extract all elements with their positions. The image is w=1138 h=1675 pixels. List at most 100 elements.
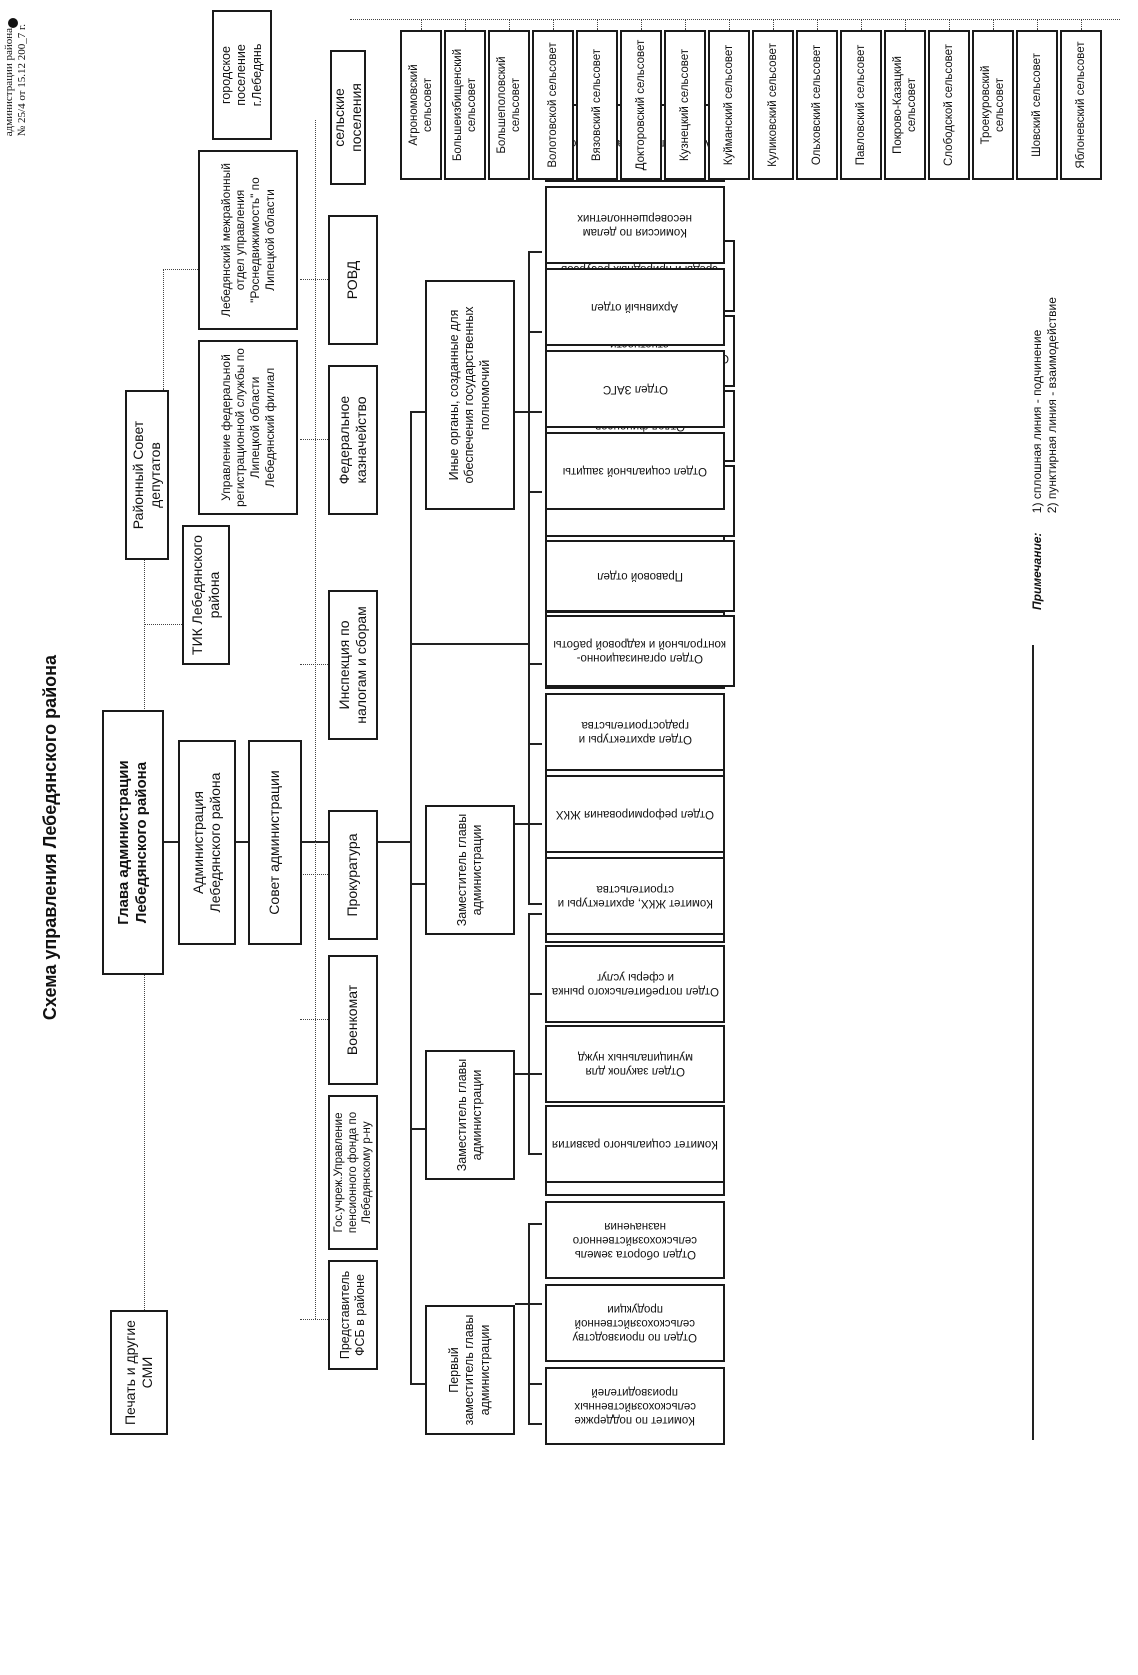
note-line-2: 2) пунктирная линия - взаимодействие xyxy=(1045,297,1059,514)
council-2: Большеизбищенский сельсовет xyxy=(444,30,486,180)
council-tick-15 xyxy=(1037,20,1038,30)
note-line-1: 1) сплошная линия - подчинение xyxy=(1030,329,1044,514)
section-2-item-1: Комитет социального развития xyxy=(545,1105,725,1183)
section-3-head: Заместитель главы администрации xyxy=(425,805,515,935)
rosreg-box: Управление федеральной регистрационной с… xyxy=(198,340,298,515)
council-tick-8 xyxy=(729,20,730,30)
tik-box: ТИК Лебедянского района xyxy=(182,525,230,665)
council-14: Троекуровский сельсовет xyxy=(972,30,1014,180)
council-tick-7 xyxy=(685,20,686,30)
s3-d1 xyxy=(528,903,542,905)
council-12: Покрово-Казацкий сельсовет xyxy=(884,30,926,180)
fsb-box: Представитель ФСБ в районе xyxy=(328,1260,378,1370)
section-4-item-1: Отдел организационно-контрольной и кадро… xyxy=(545,615,735,687)
stamp-line-1: администрации района xyxy=(3,27,15,137)
s1-bottom-bracket xyxy=(1032,1150,1034,1440)
s1-bus-ext xyxy=(528,1385,530,1425)
section-2-item-2: Отдел закупок для муниципальных нужд xyxy=(545,1025,725,1103)
council-tick-3 xyxy=(509,20,510,30)
s2-d2 xyxy=(528,1073,542,1075)
link-press-head xyxy=(144,973,145,1313)
section-1-item-2: Отдел по производству сельскохозяйственн… xyxy=(545,1284,725,1362)
s1-d4 xyxy=(528,1423,542,1425)
section-bus xyxy=(410,413,412,1385)
legend-note: Примечание: 1) сплошная линия - подчинен… xyxy=(1030,297,1060,610)
council-7: Кузнецкий сельсовет xyxy=(664,30,706,180)
council-tick-6 xyxy=(641,20,642,30)
section-5-item-2: Отдел ЗАГС xyxy=(545,350,725,428)
council-tick-2 xyxy=(465,20,466,30)
rovd-box: РОВД xyxy=(328,215,378,345)
section-3-item-3: Отдел архитектуры и градостроительства xyxy=(545,693,725,771)
s1-stem xyxy=(515,1303,528,1305)
administration-box: Администрация Лебедянского района xyxy=(178,740,236,945)
s1-d3 xyxy=(528,1223,542,1225)
section-5-item-4: Комиссия по делам несовершеннолетних xyxy=(545,186,725,264)
s2-bus xyxy=(528,915,530,1155)
s5-stem xyxy=(515,411,528,413)
section-5-head: Иные органы, созданные для обеспечения г… xyxy=(425,280,515,510)
link-council-rosnedv xyxy=(163,270,164,390)
section-2-head: Заместитель главы администрации xyxy=(425,1050,515,1180)
council-6: Докторовский сельсовет xyxy=(620,30,662,180)
section-1-item-3: Отдел оборота земель сельскохозяйственно… xyxy=(545,1201,725,1279)
note-label: Примечание: xyxy=(1030,532,1044,610)
section-3-item-2: Отдел реформирования ЖКХ xyxy=(545,775,725,853)
rosnedv-box: Лебедянский межрайонный отдел управления… xyxy=(198,150,298,330)
council-15: Шовский сельсовет xyxy=(1016,30,1058,180)
council-3: Большеполовский сельсовет xyxy=(488,30,530,180)
ink-blot xyxy=(8,18,18,28)
document-stamp: администрации района № 25/4 от 15.12 200… xyxy=(3,24,29,136)
s2-bottom-bracket xyxy=(1032,880,1034,1175)
town-box: городское поселение г.Лебедянь xyxy=(212,10,272,140)
line-head-admin xyxy=(163,841,179,843)
council-1: Агрономовский сельсовет xyxy=(400,30,442,180)
section-3-item-1: Комитет ЖКХ, архитектуры и строительства xyxy=(545,857,725,935)
voenkomat-box: Военкомат xyxy=(328,955,378,1085)
drop-tax xyxy=(300,664,328,665)
s3-d3 xyxy=(528,743,542,745)
stamp-line-2: № 25/4 от 15.12 200_7 г. xyxy=(16,24,29,137)
s1-d2 xyxy=(528,1303,542,1305)
admin-council-box: Совет администрации xyxy=(248,740,302,945)
s2-d3 xyxy=(528,993,542,995)
s3-d4 xyxy=(528,663,542,665)
drop-prokuratura xyxy=(300,874,328,875)
council-10: Ольховский сельсовет xyxy=(796,30,838,180)
council-11: Павловский сельсовет xyxy=(840,30,882,180)
drop-rovd xyxy=(300,279,328,280)
section-4-item-2: Правовой отдел xyxy=(545,540,735,612)
s2-d4 xyxy=(528,913,542,915)
press-box: Печать и другие СМИ xyxy=(110,1310,168,1435)
council-13: Слободской сельсовет xyxy=(928,30,970,180)
s1-d1 xyxy=(528,1383,542,1385)
s3-d2 xyxy=(528,823,542,825)
s5-d1 xyxy=(528,491,542,493)
council-box: Районный Совет депутатов xyxy=(125,390,169,560)
section-5-item-1: Отдел социальной защиты xyxy=(545,432,725,510)
s2-stem xyxy=(515,1073,528,1075)
treasury-box: Федеральное казначейство xyxy=(328,365,378,515)
council-tick-13 xyxy=(949,20,950,30)
s4-bus xyxy=(528,465,530,705)
s3-bottom-bracket xyxy=(1032,645,1034,920)
drop-voenkomat xyxy=(300,1019,328,1020)
section-1-head: Первый заместитель главы администрации xyxy=(425,1305,515,1435)
bus-to-rural xyxy=(315,120,316,280)
pension-box: Гос.учреж.Управление пенсионного фонда п… xyxy=(328,1095,378,1250)
line-admin-council xyxy=(235,841,249,843)
council-9: Куликовский сельсовет xyxy=(752,30,794,180)
chart-title: Схема управления Лебедянского района xyxy=(40,654,60,1021)
federal-dotted-bus xyxy=(315,280,316,1320)
drop-fsb xyxy=(300,1319,328,1320)
head-box: Глава администрации Лебедянского района xyxy=(102,710,164,975)
drop-section-4 xyxy=(410,643,428,645)
s5-bus xyxy=(528,253,530,493)
council-tick-12 xyxy=(905,20,906,30)
section-2-item-3: Отдел потребительского рынка и сферы усл… xyxy=(545,945,725,1023)
council-tick-1 xyxy=(421,20,422,30)
link-head-council xyxy=(144,560,145,713)
council-4: Волотовской сельсовет xyxy=(532,30,574,180)
council-tick-9 xyxy=(773,20,774,30)
